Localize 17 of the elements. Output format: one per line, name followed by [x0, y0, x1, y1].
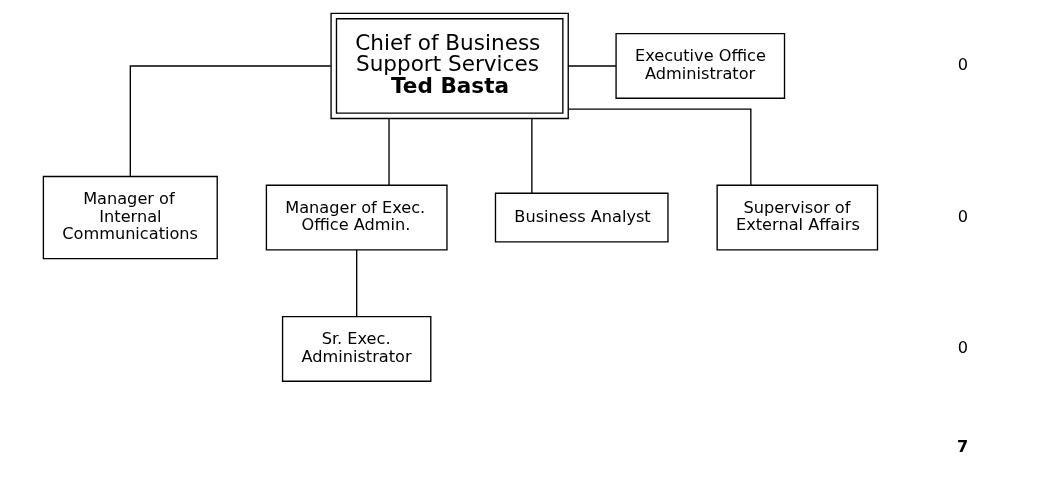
label: 0 [957, 338, 968, 358]
node-box: Chief of Business Support Services Ted Basta [330, 12, 569, 120]
connector [531, 117, 533, 194]
node-box: Executive Office Administrator [615, 32, 786, 99]
label: 7 [956, 437, 969, 457]
label: 0 [957, 55, 968, 75]
connector [356, 249, 358, 318]
node-box: Manager of Internal Communications [42, 175, 218, 260]
node-box: Supervisor of External Affairs [716, 184, 879, 251]
connector [567, 65, 617, 67]
connector [388, 117, 390, 186]
node-box: Manager of Exec. Office Admin. [265, 184, 448, 251]
node-box: Business Analyst [494, 192, 669, 243]
connector [129, 65, 332, 177]
node-box: Sr. Exec. Administrator [281, 315, 432, 382]
connector [567, 108, 752, 186]
label: 0 [957, 206, 968, 226]
